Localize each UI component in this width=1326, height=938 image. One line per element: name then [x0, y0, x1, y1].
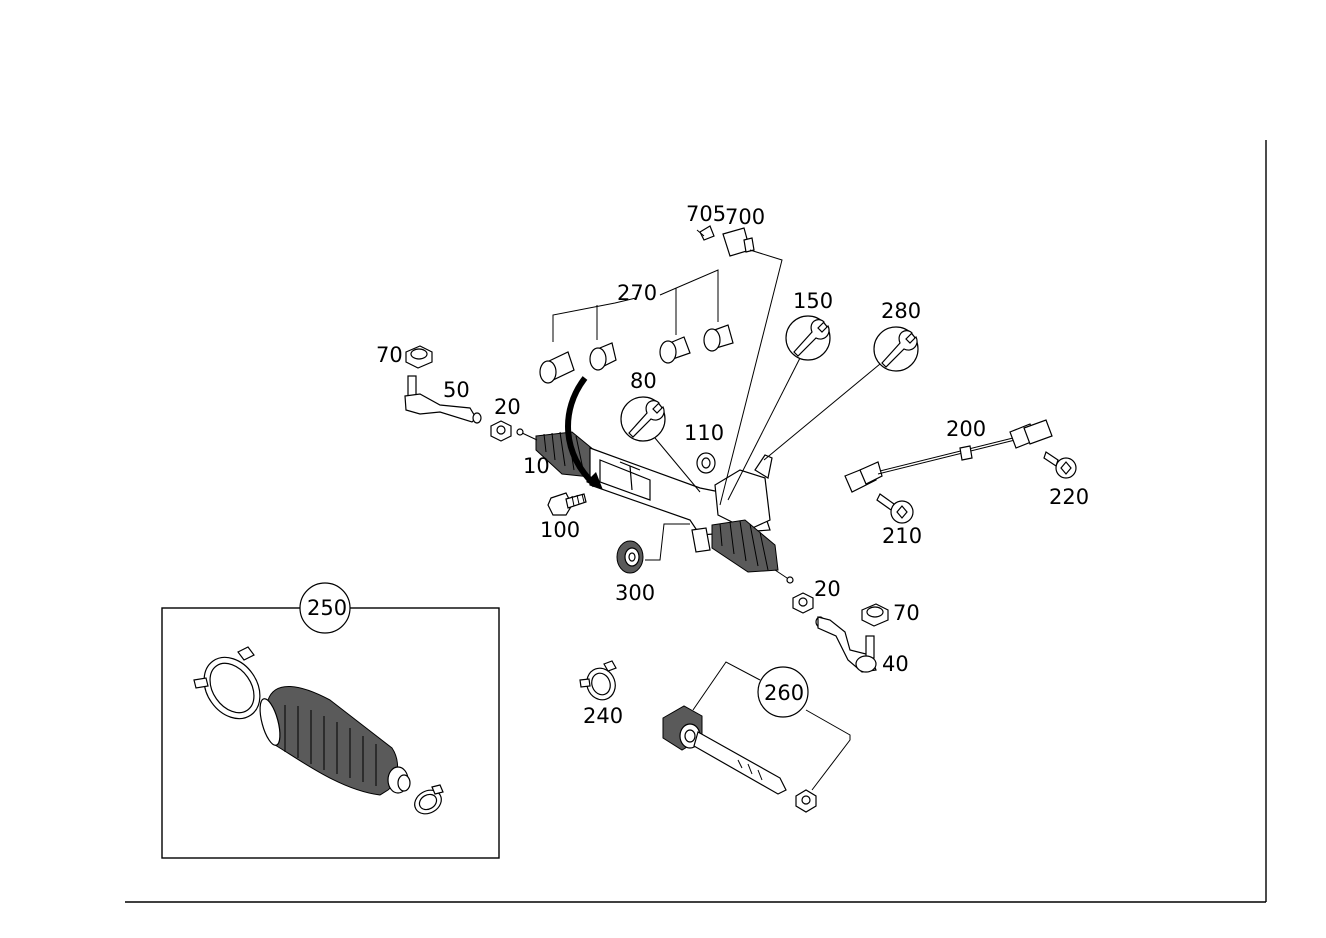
callout-10: 10: [523, 454, 550, 478]
leader-150: [727, 357, 801, 501]
callout-70-right: 70: [893, 601, 920, 625]
part-240-clamp: [579, 660, 617, 701]
callout-150: 150: [793, 289, 833, 313]
inset-box-250: [161, 607, 500, 859]
callout-270: 270: [617, 281, 657, 305]
callout-circle-250: [299, 582, 351, 634]
inset-bellows-boot: [259, 686, 411, 796]
inset-small-clamp: [414, 784, 444, 815]
callout-300: 300: [615, 581, 655, 605]
callout-210: 210: [882, 524, 922, 548]
callout-280: 280: [881, 299, 921, 323]
part-210-bolt: [876, 493, 914, 524]
callout-20-right: 20: [814, 577, 841, 601]
leader-270: [552, 269, 719, 342]
callout-240: 240: [583, 704, 623, 728]
callout-80: 80: [630, 369, 657, 393]
callout-250: 250: [307, 596, 347, 620]
install-direction-arrow: [565, 376, 598, 488]
leader-300: [645, 523, 690, 561]
leader-260: [692, 661, 851, 791]
wrench-symbol-80: [620, 396, 666, 442]
part-300-grommet: [616, 540, 644, 574]
leader-700: [719, 249, 783, 506]
part-100-bolt: [547, 492, 587, 516]
callout-260: 260: [764, 681, 804, 705]
callout-110: 110: [684, 421, 724, 445]
callout-200: 200: [946, 417, 986, 441]
bushings-270: [539, 324, 734, 384]
callout-220: 220: [1049, 485, 1089, 509]
steering-rack-assembly: [516, 428, 794, 584]
callout-100: 100: [540, 518, 580, 542]
rack-valve-body: [714, 469, 771, 531]
part-110: [696, 452, 716, 474]
part-70-right-nut: [861, 603, 889, 627]
callout-40: 40: [882, 652, 909, 676]
callout-circle-260: [757, 666, 809, 718]
part-40-tie-rod-end: [815, 616, 877, 673]
callout-700: 700: [725, 205, 765, 229]
callout-705: 705: [686, 202, 726, 226]
rack-right-boot: [711, 519, 779, 573]
leader-80: [654, 437, 701, 493]
wrench-symbol-150: [785, 315, 831, 361]
part-260-inner-tie-rod: [662, 705, 817, 813]
part-70-left-nut: [405, 345, 433, 369]
part-20-left-nut: [490, 420, 512, 442]
callout-50: 50: [443, 378, 470, 402]
part-20-right-nut: [792, 592, 814, 614]
callout-70-left: 70: [376, 343, 403, 367]
wrench-symbol-280: [873, 326, 919, 372]
part-705-700: [696, 225, 755, 257]
callout-20-left: 20: [494, 395, 521, 419]
part-50-tie-rod-end: [404, 375, 482, 424]
part-220-bolt: [1043, 451, 1077, 479]
leader-280: [763, 363, 881, 461]
part-200-steering-shaft: [844, 419, 1053, 493]
install-direction-arrowhead: [586, 472, 603, 490]
inset-large-clamp: [193, 646, 261, 720]
